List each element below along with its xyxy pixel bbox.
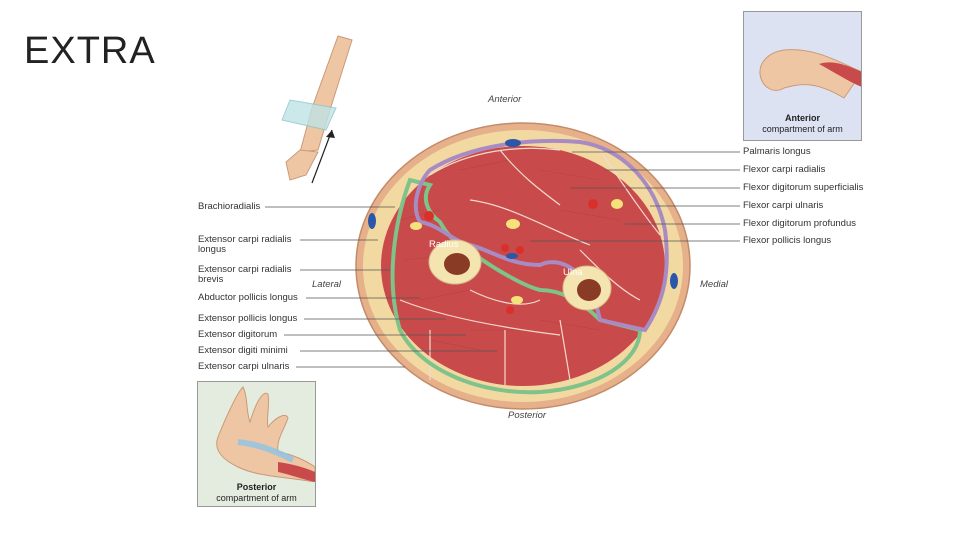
radius-label: Radius	[429, 240, 459, 250]
label-extensor-carpi-ulnaris: Extensor carpi ulnaris	[198, 362, 289, 372]
label-flexor-carpi-radialis: Flexor carpi radialis	[743, 165, 825, 175]
label-extensor-carpi-radialis-longus: Extensor carpi radialis longus	[198, 235, 291, 255]
label-extensor-digiti-minimi: Extensor digiti minimi	[198, 346, 288, 356]
anterior-compartment-inset: Anterior compartment of arm	[743, 11, 862, 141]
arm-orientation-illustration	[282, 36, 352, 183]
medial-label: Medial	[700, 279, 728, 290]
posterior-inset-subtitle: compartment of arm	[198, 493, 315, 503]
radius-marrow	[444, 253, 470, 275]
label-line2: brevis	[198, 275, 291, 285]
posterior-inset-title: Posterior	[198, 482, 315, 492]
label-flexor-carpi-ulnaris: Flexor carpi ulnaris	[743, 201, 823, 211]
label-flexor-digitorum-superficialis: Flexor digitorum superficialis	[743, 183, 863, 193]
label-brachioradialis: Brachioradialis	[198, 202, 260, 212]
label-palmaris-longus: Palmaris longus	[743, 147, 811, 157]
ulna-marrow	[577, 279, 601, 301]
label-extensor-pollicis-longus: Extensor pollicis longus	[198, 314, 297, 324]
anterior-hand-illustration	[744, 12, 861, 112]
posterior-compartment-inset: Posterior compartment of arm	[197, 381, 316, 507]
label-flexor-pollicis-longus: Flexor pollicis longus	[743, 236, 831, 246]
label-line2: longus	[198, 245, 291, 255]
label-abductor-pollicis-longus: Abductor pollicis longus	[198, 293, 298, 303]
label-extensor-carpi-radialis-brevis: Extensor carpi radialis brevis	[198, 265, 291, 285]
posterior-label: Posterior	[508, 410, 546, 421]
lateral-label: Lateral	[312, 279, 341, 290]
anterior-inset-title: Anterior	[744, 113, 861, 123]
label-flexor-digitorum-profundus: Flexor digitorum profundus	[743, 219, 856, 229]
posterior-hand-illustration	[198, 382, 315, 482]
label-extensor-digitorum: Extensor digitorum	[198, 330, 277, 340]
anterior-inset-subtitle: compartment of arm	[744, 124, 861, 134]
ulna-label: Ulna	[563, 268, 583, 278]
anterior-label: Anterior	[488, 94, 521, 105]
